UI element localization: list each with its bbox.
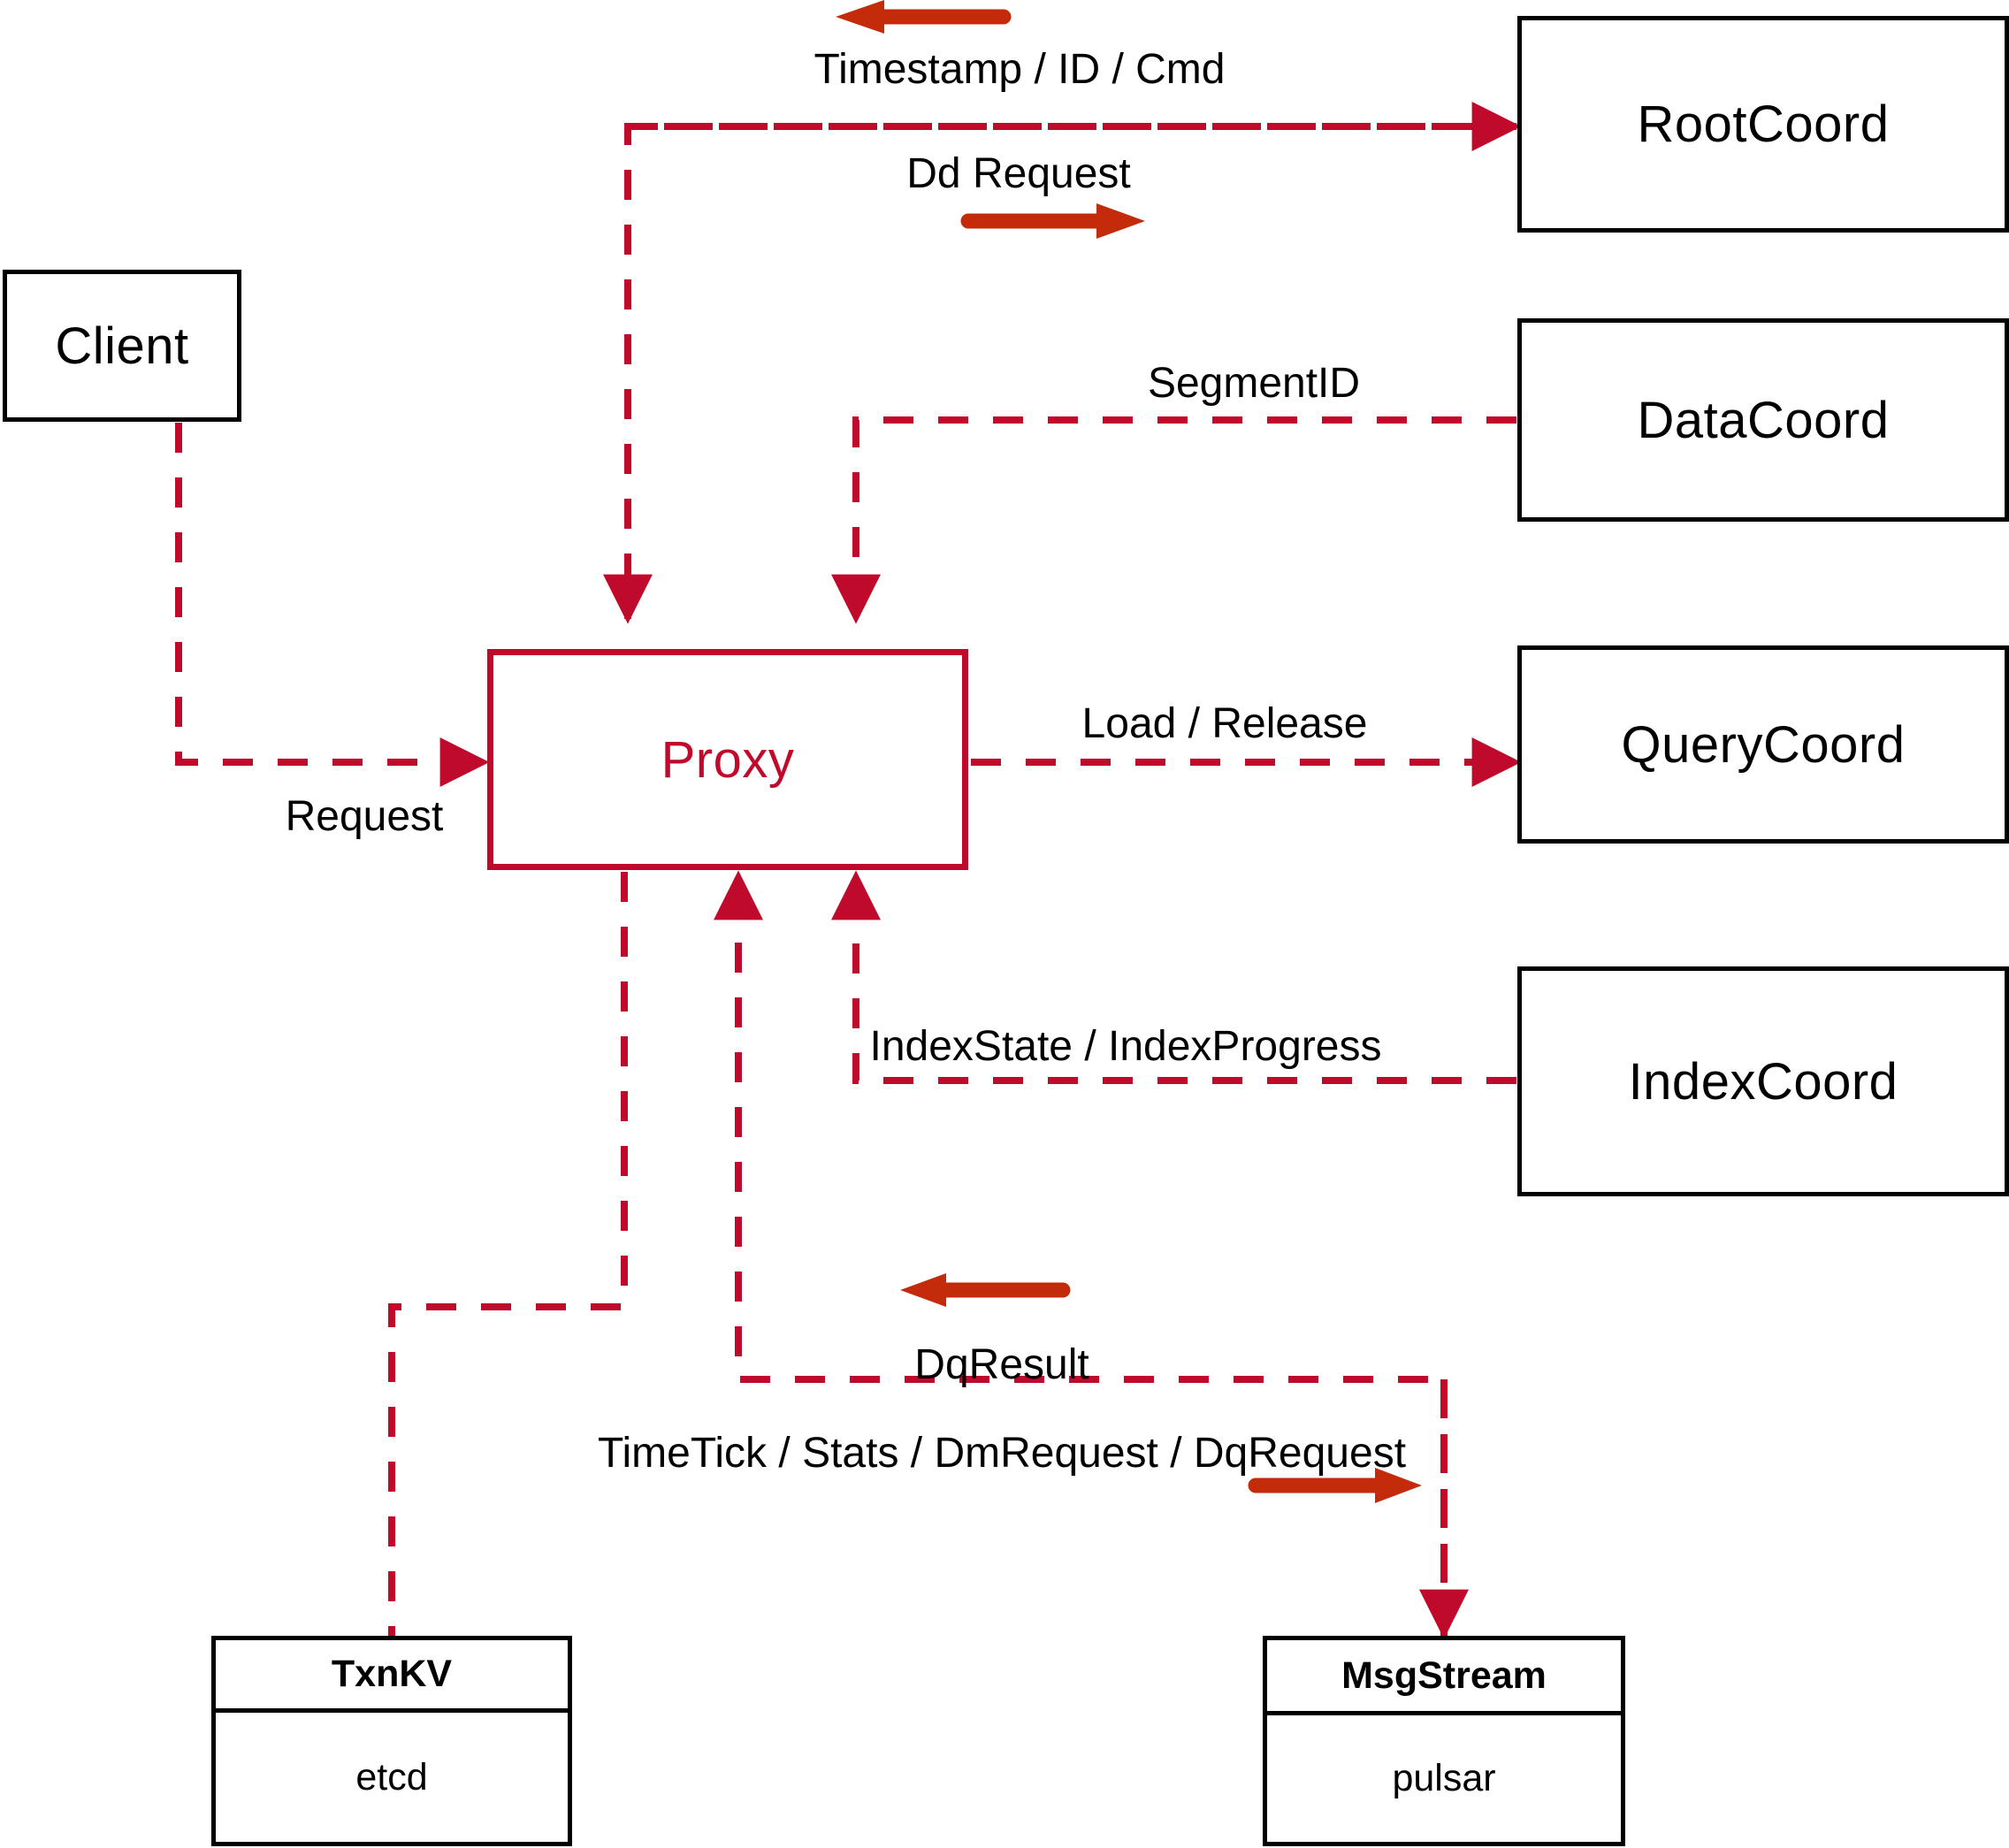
node-msgstream-body: pulsar (1392, 1757, 1496, 1799)
edge-datacoord-to-proxy (831, 416, 1516, 624)
edge-proxy-to-txnkv (388, 872, 628, 1638)
edge-indexcoord-to-proxy (831, 870, 1516, 1084)
node-proxy-label: Proxy (661, 730, 795, 789)
node-indexcoord[interactable]: IndexCoord (1517, 966, 2009, 1196)
node-txnkv-body: etcd (355, 1755, 428, 1798)
node-msgstream-header: MsgStream (1267, 1640, 1621, 1715)
edge-label-timetick-stats: TimeTick / Stats / DmRequest / DqRequest (597, 1430, 1407, 1477)
edge-label-request: Request (285, 793, 444, 840)
direction-arrow-ddrequest-right (960, 203, 1145, 239)
node-rootcoord-label: RootCoord (1637, 95, 1890, 153)
node-msgstream[interactable]: MsgStream pulsar (1263, 1636, 1625, 1846)
node-rootcoord[interactable]: RootCoord (1517, 16, 2009, 233)
direction-arrow-timestamp-left (836, 0, 1012, 34)
edge-label-timestamp-id-cmd: Timestamp / ID / Cmd (814, 46, 1226, 93)
node-datacoord-label: DataCoord (1637, 391, 1890, 449)
edge-label-segment-id: SegmentID (1147, 360, 1361, 407)
edge-proxy-msgstream (714, 870, 1469, 1639)
edge-label-index-state-progress: IndexState / IndexProgress (869, 1023, 1382, 1070)
node-querycoord-label: QueryCoord (1621, 715, 1906, 774)
edge-client-to-proxy (175, 423, 490, 787)
node-txnkv[interactable]: TxnKV etcd (211, 1636, 572, 1846)
edge-rootcoord-to-proxy (603, 123, 1516, 624)
edge-label-load-release: Load / Release (1081, 700, 1368, 747)
edge-label-dd-request: Dd Request (906, 150, 1131, 197)
node-client[interactable]: Client (3, 270, 241, 422)
node-indexcoord-label: IndexCoord (1628, 1052, 1898, 1111)
direction-arrow-timetick-right (1248, 1468, 1422, 1503)
node-datacoord[interactable]: DataCoord (1517, 318, 2009, 522)
direction-arrow-dqresult-left (900, 1273, 1071, 1307)
node-proxy[interactable]: Proxy (487, 649, 968, 870)
edge-label-dq-result: DqResult (914, 1341, 1089, 1388)
node-client-label: Client (55, 317, 189, 375)
node-querycoord[interactable]: QueryCoord (1517, 645, 2009, 844)
node-txnkv-header: TxnKV (216, 1640, 568, 1713)
